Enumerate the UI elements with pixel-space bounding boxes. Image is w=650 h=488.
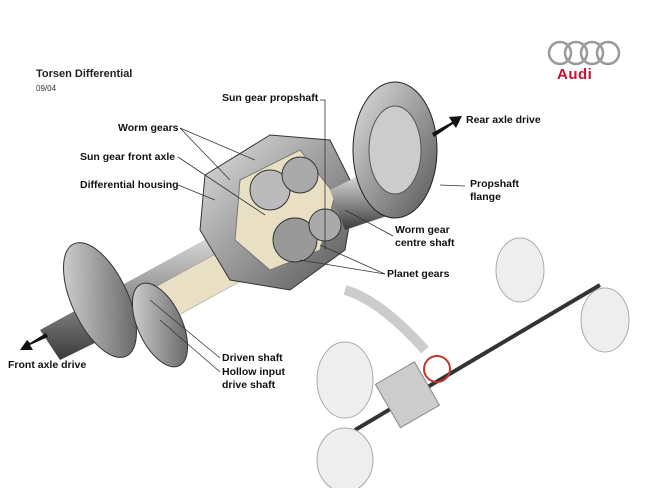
label-line: Hollow input xyxy=(222,366,285,378)
front-arrow-icon xyxy=(20,333,48,350)
label-line: flange xyxy=(470,191,501,203)
label-front-axle-drive: Front axle drive xyxy=(8,359,87,371)
audi-logo-text: Audi xyxy=(557,66,593,83)
car-chassis-sketch xyxy=(316,237,630,488)
label-worm-gears: Worm gears xyxy=(118,122,179,134)
label-sun-gear-propshaft: Sun gear propshaft xyxy=(222,92,319,104)
audi-rings-logo xyxy=(547,40,621,66)
label-differential-housing: Differential housing xyxy=(80,179,179,191)
label-line: Propshaft xyxy=(470,178,520,190)
label-line: Worm gear xyxy=(395,224,450,236)
differential-housing xyxy=(199,134,356,291)
label-planet-gears: Planet gears xyxy=(387,268,450,280)
page-title: Torsen Differential xyxy=(36,68,133,80)
propshaft-flange xyxy=(330,81,438,230)
label-driven-shaft: Driven shaft xyxy=(222,352,283,364)
leader-lines xyxy=(149,99,466,373)
label-sun-gear-front-axle: Sun gear front axle xyxy=(80,151,176,163)
label-line: centre shaft xyxy=(395,237,455,249)
highlight-ring xyxy=(423,355,451,383)
label-rear-axle-drive: Rear axle drive xyxy=(466,114,541,126)
label-line: drive shaft xyxy=(222,379,276,391)
rear-arrow-icon xyxy=(432,116,462,137)
date-label: 09/04 xyxy=(36,84,57,93)
